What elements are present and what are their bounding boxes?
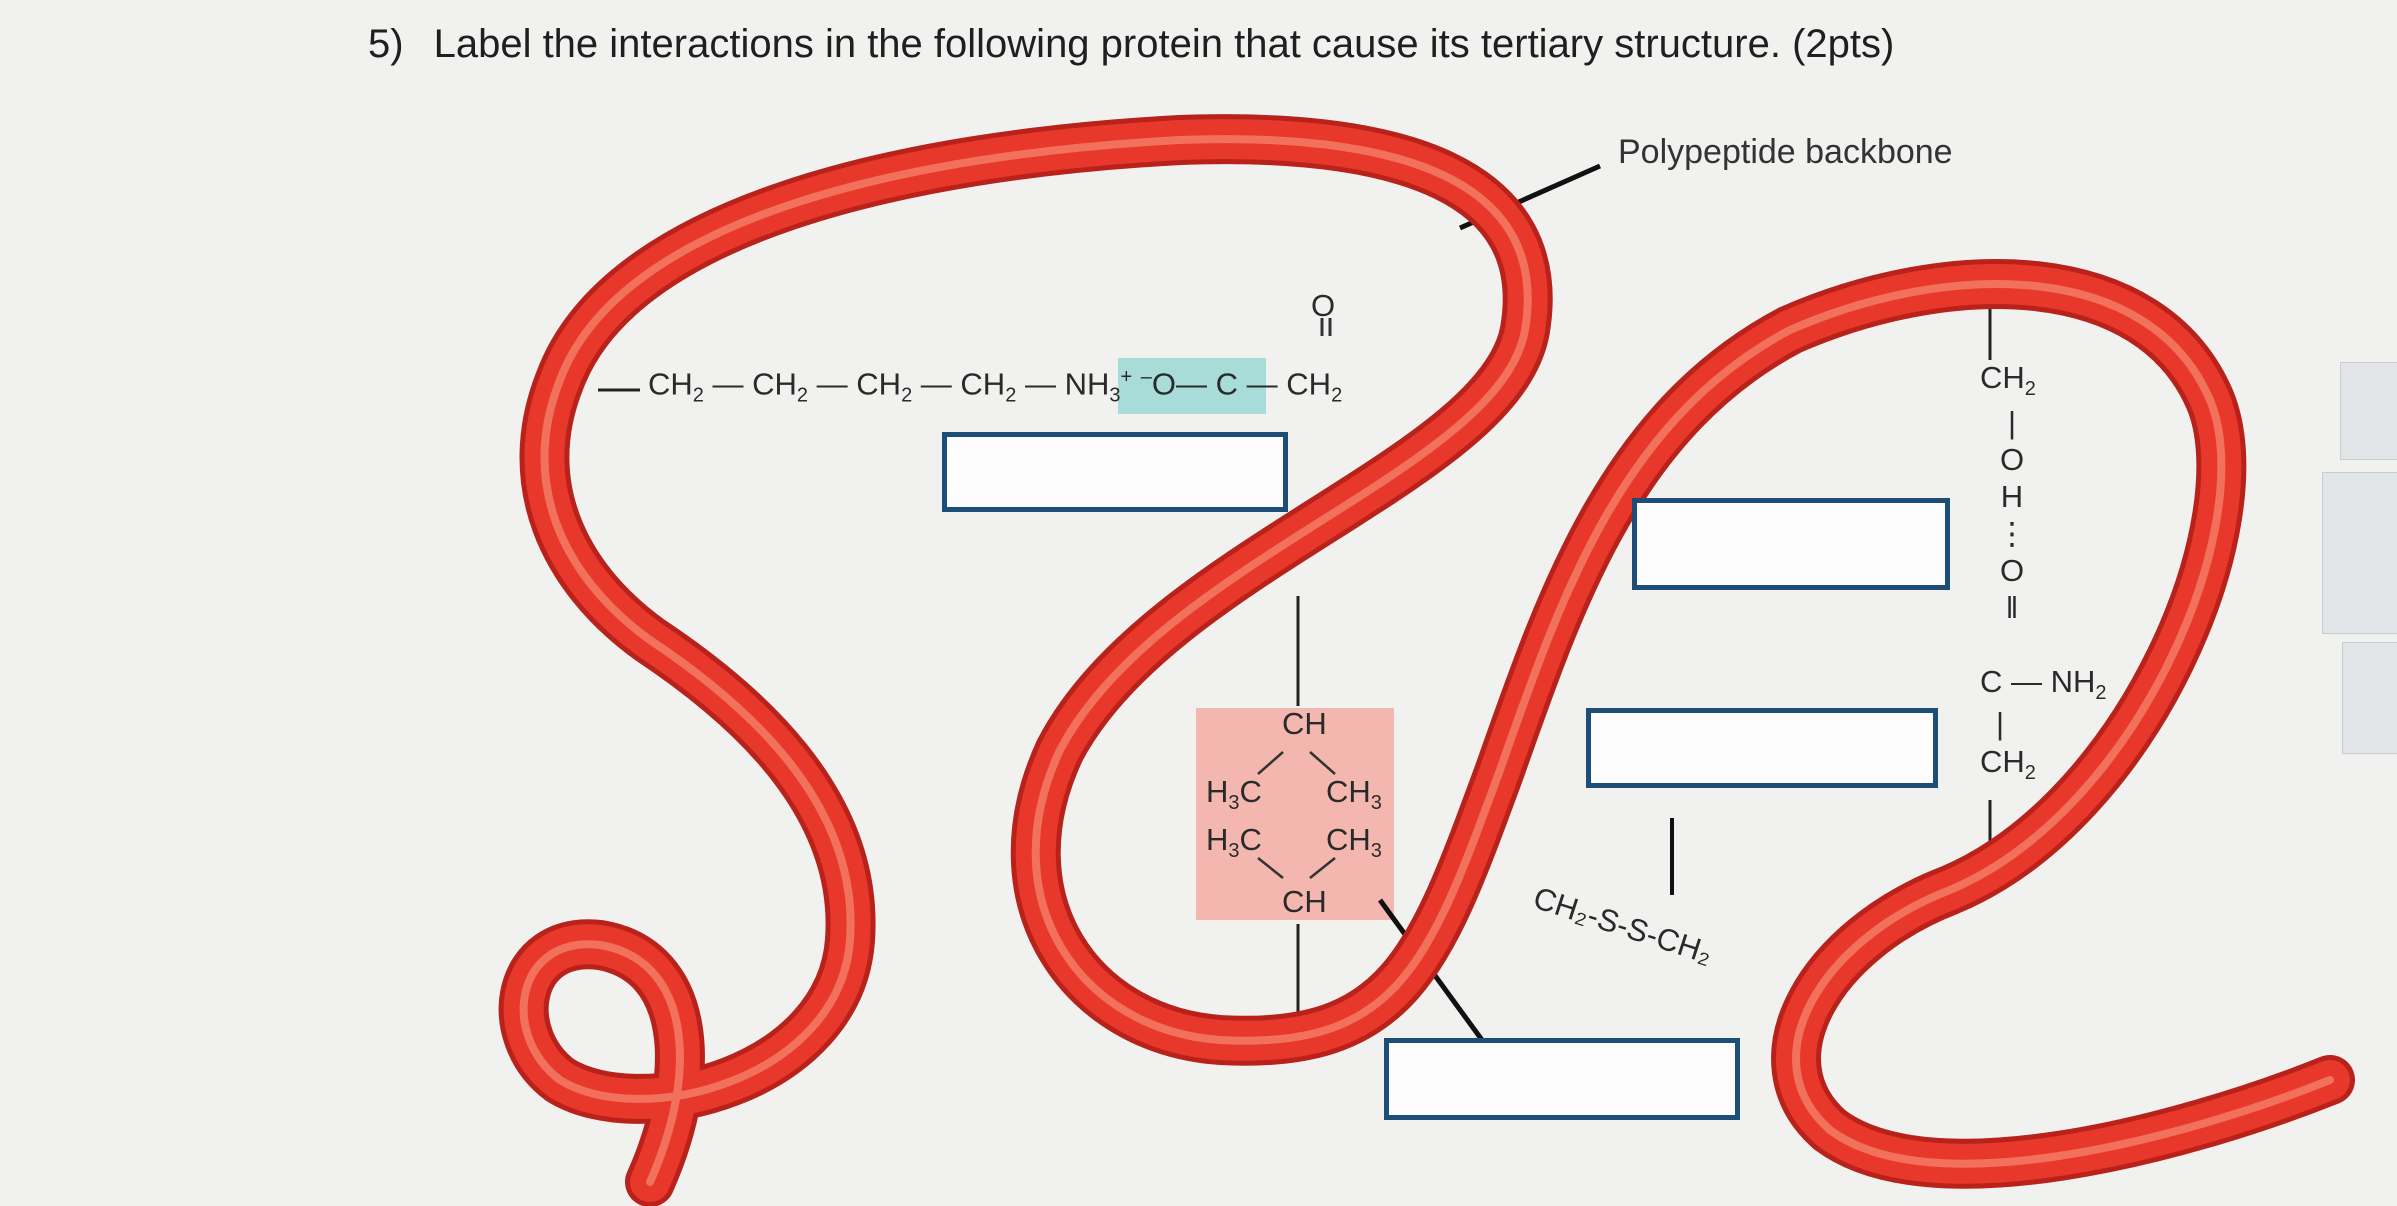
backbone-highlight [519,135,2334,1186]
hydro-left-lower: H3C [1206,822,1262,863]
backbone-label: Polypeptide backbone [1618,133,1953,171]
hydro-right-upper: CH3 [1326,774,1382,815]
hydro-bottom-ch: CH [1282,884,1327,919]
ionic-chain: CH2 — CH2 — CH2 — CH2 — NH3+ –O— C — CH2 [648,366,1343,407]
answer-box-disulfide[interactable] [1586,708,1938,788]
question-prompt: 5) Label the interactions in the followin… [368,22,1894,67]
hbond-top-ch: CH2 [1980,360,2036,401]
answer-box-hydrogen-bond[interactable] [1632,498,1950,590]
carbonyl-oxygen: O [1311,288,1336,323]
side-thumbnail-3[interactable] [2342,642,2397,754]
hydro-right-lower: CH3 [1326,822,1382,863]
question-number: 5) [368,22,404,66]
hbond-bottom-ch: CH2 [1980,744,2036,785]
question-text: Label the interactions in the following … [433,22,1895,66]
ionic-bonds [1320,318,1332,336]
polypeptide-backbone [503,119,2350,1202]
side-thumbnail-2[interactable] [2322,472,2397,634]
side-thumbnail-1[interactable] [2340,362,2397,460]
hydrophobic-bonds [1257,751,1336,879]
answer-box-ionic[interactable] [942,432,1288,512]
answer-box-hydrophobic[interactable] [1384,1038,1740,1120]
ionic-highlight [1118,358,1266,414]
hydro-left-upper: H3C [1206,774,1262,815]
hbond-bar: | [1996,706,2005,741]
hydrophobic-highlight [1196,708,1394,920]
hbond-amide: C — NH2 [1980,664,2107,705]
hbond-column: | O H ⋮ O ‖ [1996,405,2028,625]
hydro-top-ch: CH [1282,706,1327,741]
